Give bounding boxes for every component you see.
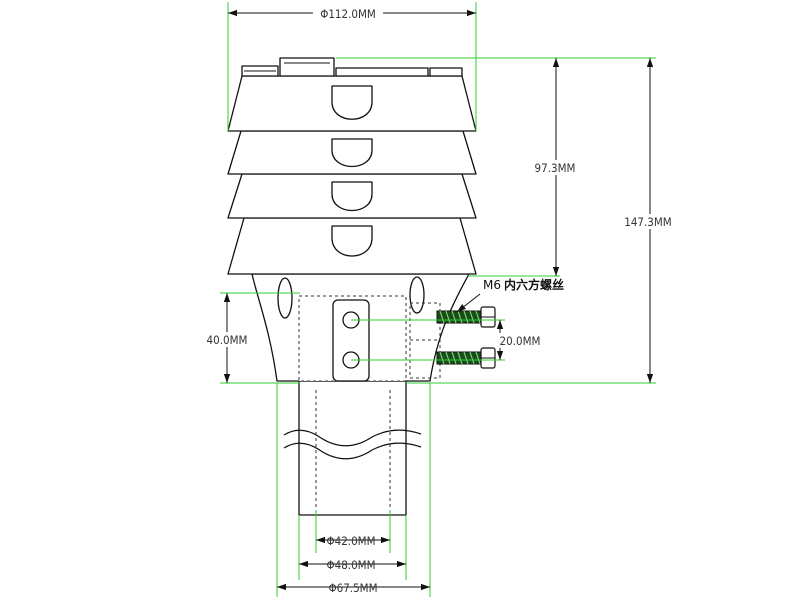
callout-prefix: M6 [483,278,501,292]
bolt-lower [436,347,496,369]
callout-leader [456,293,481,313]
base-diameter-label: Φ67.5MM [328,581,377,595]
top-diameter-label: Φ112.0MM [320,7,376,21]
total-height-label: 147.3MM [624,215,671,229]
callout-text: 内六方螺丝 [504,277,564,292]
mount-height-label: 40.0MM [207,333,248,347]
extension-lines [220,2,656,597]
vent-slots [331,85,373,257]
inner-diameter-label: Φ42.0MM [326,534,375,548]
shield-height-label: 97.3MM [535,161,576,175]
dimension-lines [223,9,654,591]
mounting-pipe [283,380,422,516]
top-cap [241,57,463,77]
bolt-spacing-label: 20.0MM [500,334,541,348]
hex-socket-bolts [436,306,496,369]
base-mount [251,273,470,382]
sensor-body [227,57,477,516]
dimension-labels: Φ112.0MM 97.3MM 147.3MM 40.0MM 20.0MM Φ4… [202,6,678,595]
pipe-diameter-label: Φ48.0MM [326,558,375,572]
